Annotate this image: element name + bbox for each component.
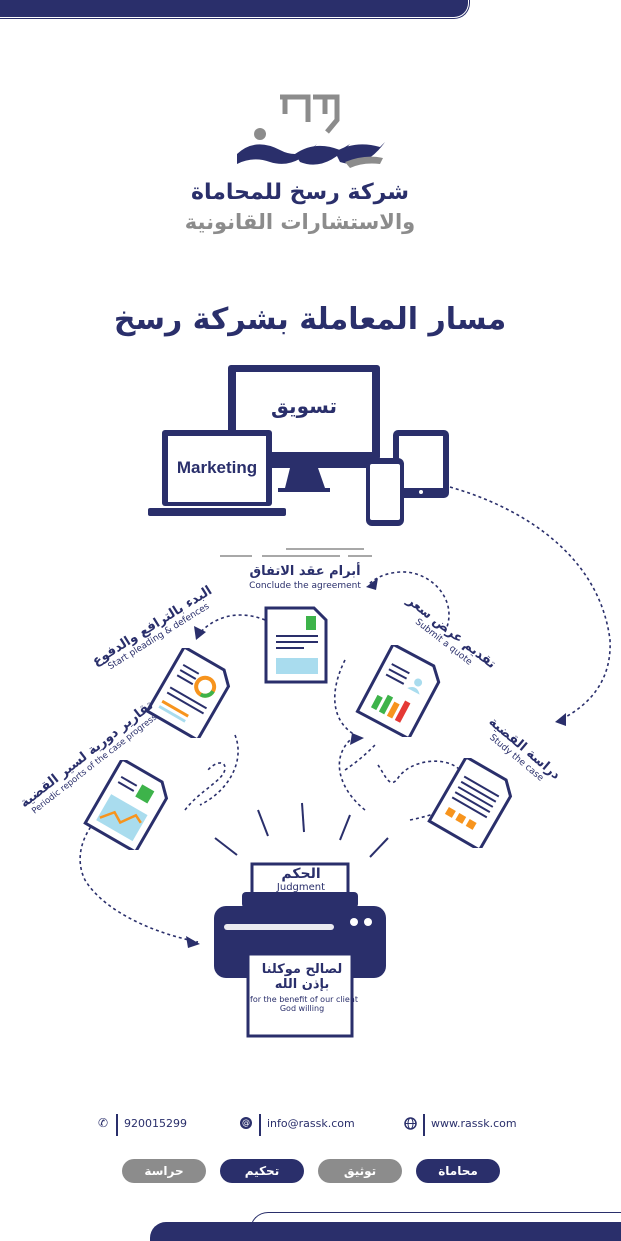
result-ar-2: بإذن الله [274, 977, 330, 992]
service-arbitration[interactable]: تحكيم [220, 1159, 304, 1183]
step-conclude: أبرام عقد الاتفاق Conclude the agreement [230, 564, 380, 591]
company-name-line1: شركة رسخ للمحاماة [191, 180, 409, 205]
bottom-decor-bar [150, 1222, 621, 1241]
judgment-result: لصالح موكلنا بإذن الله for the benefit o… [250, 962, 358, 1013]
email-address: info@rassk.com [267, 1117, 355, 1130]
result-en-2: God willing [279, 1004, 325, 1013]
step-conclude-ar: أبرام عقد الاتفاق [249, 564, 361, 579]
judgment-en: Judgment [276, 882, 326, 893]
top-decor-bar [0, 0, 468, 17]
page-title: مسار المعاملة بشركة رسخ [113, 302, 507, 337]
company-logo-mark [237, 94, 385, 168]
service-judicial-custody[interactable]: حراسة قضائية [122, 1159, 206, 1202]
phone-icon: ✆ [98, 1116, 109, 1130]
website-url: www.rassk.com [431, 1117, 517, 1130]
judgment-label: الحكم Judgment [253, 866, 349, 893]
monitor-text: تسويق [271, 394, 337, 418]
reports-document-icon [83, 760, 169, 850]
result-en-1: for the benefit of our client [250, 995, 358, 1004]
service-notarization[interactable]: توثيق [318, 1159, 402, 1183]
devices-illustration [148, 365, 449, 526]
company-name-line2: والاستشارات القانونية [184, 210, 416, 234]
laptop-text: Marketing [176, 458, 258, 477]
phone-number: 920015299 [124, 1117, 187, 1130]
result-ar-1: لصالح موكلنا [261, 962, 343, 977]
pleading-document-icon [145, 648, 231, 738]
email-icon: @ [240, 1117, 252, 1129]
printer-illustration [214, 862, 386, 1038]
service-law-practice[interactable]: محاماة [416, 1159, 500, 1183]
judgment-ar: الحكم [281, 866, 321, 882]
globe-icon [404, 1117, 417, 1130]
agreement-document-icon [264, 606, 328, 684]
step-conclude-en: Conclude the agreement [249, 581, 361, 591]
quote-document-icon [355, 645, 441, 737]
study-document-icon [427, 758, 513, 848]
